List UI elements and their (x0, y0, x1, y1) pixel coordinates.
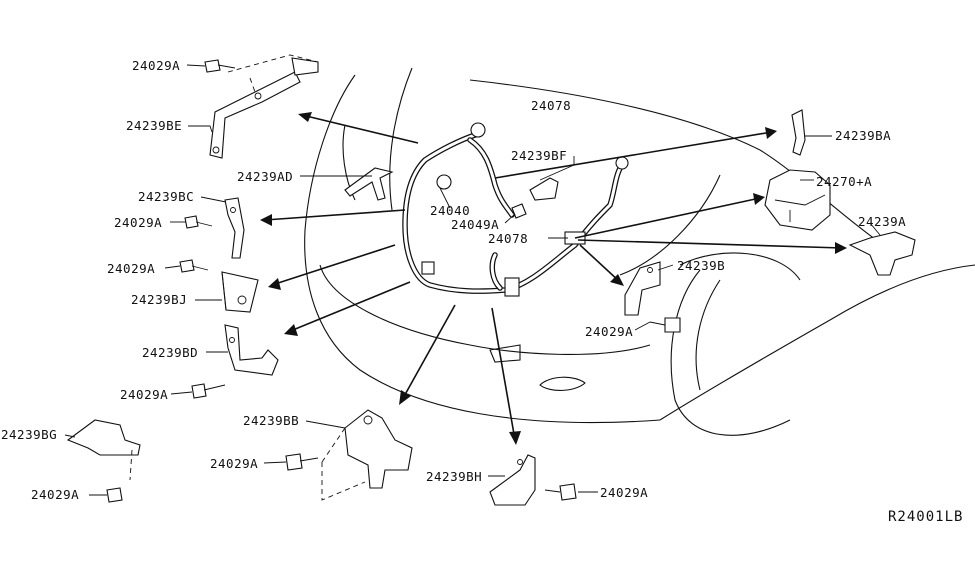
bracket-24239ad (344, 167, 394, 201)
label-24239be: 24239BE (126, 118, 183, 133)
bracket-24239ba (791, 109, 806, 156)
label-24239bb: 24239BB (243, 413, 300, 428)
label-24040: 24040 (430, 203, 471, 218)
label-24029a-top: 24029A (132, 58, 181, 73)
label-24239bg: 24239BG (1, 427, 58, 442)
bracket-24239bf (529, 177, 559, 201)
bracket-24239bd (224, 324, 279, 376)
arrows (260, 112, 847, 445)
reference-code: R24001LB (888, 509, 964, 525)
label-24239bf: 24239BF (511, 148, 568, 163)
label-24029a-bottom-left: 24029A (31, 487, 80, 502)
label-24029a-mid2: 24029A (107, 261, 156, 276)
label-24239bd: 24239BD (142, 345, 199, 360)
label-24239bh: 24239BH (426, 469, 483, 484)
label-24029a-mid1: 24029A (114, 215, 163, 230)
label-24239ad: 24239AD (237, 169, 294, 184)
label-24239b: 24239B (677, 258, 726, 273)
label-24078-mid: 24078 (488, 231, 529, 246)
bolt-24029a-bottom-right (544, 483, 577, 501)
bracket-24239be (209, 54, 319, 159)
bolt-24029a-bottom-left (106, 487, 123, 503)
main-harness (402, 122, 629, 297)
bolt-24029a-mid2 (179, 259, 209, 273)
module-24270a (764, 169, 831, 231)
leader-lines (64, 64, 881, 496)
bracket-24239bc (224, 197, 245, 259)
label-24239bc: 24239BC (138, 189, 195, 204)
label-24239a: 24239A (858, 214, 907, 229)
label-24029a-mid3: 24029A (120, 387, 169, 402)
bolt-24029a-mid3 (191, 383, 226, 399)
bolt-24029a-right (649, 317, 681, 333)
label-24029a-right: 24029A (585, 324, 634, 339)
bracket-24239a (848, 231, 916, 276)
bracket-24239bj (221, 271, 259, 313)
label-24270a: 24270+A (816, 174, 873, 189)
label-24029a-bottom-mid: 24029A (210, 456, 259, 471)
bolt-24029a-top (204, 59, 236, 73)
bracket-24239bh (489, 454, 536, 506)
label-24239ba: 24239BA (835, 128, 892, 143)
label-24239bj: 24239BJ (131, 292, 188, 307)
bolt-24029a-mid1 (184, 215, 213, 229)
bracket-24239bb (321, 409, 413, 501)
label-24078-top: 24078 (531, 98, 572, 113)
bracket-24239bg (66, 419, 141, 481)
label-24049a: 24049A (451, 217, 500, 232)
label-24029a-bottom-right: 24029A (600, 485, 649, 500)
bolt-24029a-bottom-mid (285, 453, 319, 471)
bracket-24239b (624, 261, 661, 316)
